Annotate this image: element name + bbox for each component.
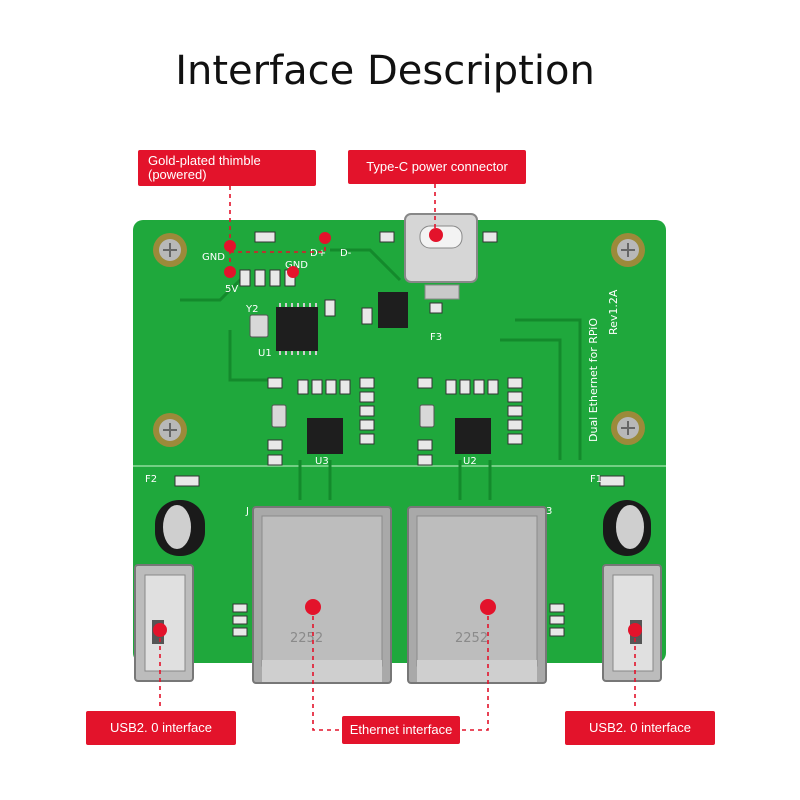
label-usb-right: USB2. 0 interface [565, 711, 715, 745]
silk-dminus: D- [340, 248, 352, 259]
silk-f1: F1 [590, 474, 602, 485]
usb-a-port-right [602, 564, 662, 682]
label-usb-right-text: USB2. 0 interface [589, 719, 691, 735]
silk-u3: U3 [315, 456, 329, 467]
marker-dots [153, 228, 642, 637]
page-title: Interface Description [175, 48, 595, 94]
crystal [419, 404, 435, 428]
chip-u2 [455, 418, 491, 454]
rj45-right-mark: 2252 [455, 631, 488, 646]
mounting-screw-icon [153, 413, 187, 447]
marker-dot-usb-right [628, 623, 642, 637]
silk-revision: Rev1.2A [607, 289, 620, 335]
label-gold-thimble: Gold-plated thimble (powered) [138, 150, 316, 186]
pcb-traces [180, 248, 582, 500]
marker-dot-gnd [224, 240, 236, 252]
marker-dot-typec [429, 228, 443, 242]
mounting-screw-icon [611, 233, 645, 267]
label-usb-left: USB2. 0 interface [86, 711, 236, 745]
silk-j-left: J [245, 506, 249, 517]
silk-5v: 5V [225, 284, 238, 295]
ethernet-port-right [407, 506, 547, 684]
label-ethernet-text: Ethernet interface [349, 721, 453, 737]
chip-u1 [276, 303, 318, 355]
silk-f3: F3 [430, 332, 442, 343]
marker-dot-5v [224, 266, 236, 278]
marker-dot-eth-right [480, 599, 496, 615]
leader-lines [159, 184, 636, 731]
mounting-screw-icon [611, 411, 645, 445]
silk-dplus: D+ [310, 248, 326, 259]
label-gold-thimble-line1: Gold-plated thimble [148, 152, 261, 168]
usb-a-port-left [134, 564, 194, 682]
silk-gnd-2: GND [285, 260, 308, 271]
crystal-y2 [249, 314, 269, 338]
marker-dot-eth-left [305, 599, 321, 615]
marker-dot-usb-left [153, 623, 167, 637]
mounting-screw-icon [153, 233, 187, 267]
label-ethernet: Ethernet interface [342, 716, 460, 744]
silk-board-name: Dual Ethernet for RPiO [587, 318, 600, 442]
silk-j-right: 3 [546, 506, 552, 517]
mosfet [378, 292, 408, 328]
ethernet-port-left [252, 506, 392, 684]
marker-dot-data [319, 232, 331, 244]
marker-dot-gnd2 [287, 266, 299, 278]
silk-u1: U1 [258, 348, 272, 359]
capacitor-icon [603, 500, 651, 556]
silk-f2: F2 [145, 474, 157, 485]
silk-gnd-1: GND [202, 252, 225, 263]
label-typec: Type-C power connector [348, 150, 526, 184]
rj45-left-mark: 2252 [290, 631, 323, 646]
chip-u3 [307, 418, 343, 454]
label-gold-thimble-line2: (powered) [148, 167, 207, 182]
crystal [271, 404, 287, 428]
silk-u2: U2 [463, 456, 477, 467]
usb-c-connector-icon [404, 213, 478, 300]
smd-components [174, 231, 625, 637]
label-typec-text: Type-C power connector [366, 158, 508, 174]
label-usb-left-text: USB2. 0 interface [110, 719, 212, 735]
capacitor-icon [155, 500, 205, 556]
silk-y2: Y2 [245, 304, 258, 315]
